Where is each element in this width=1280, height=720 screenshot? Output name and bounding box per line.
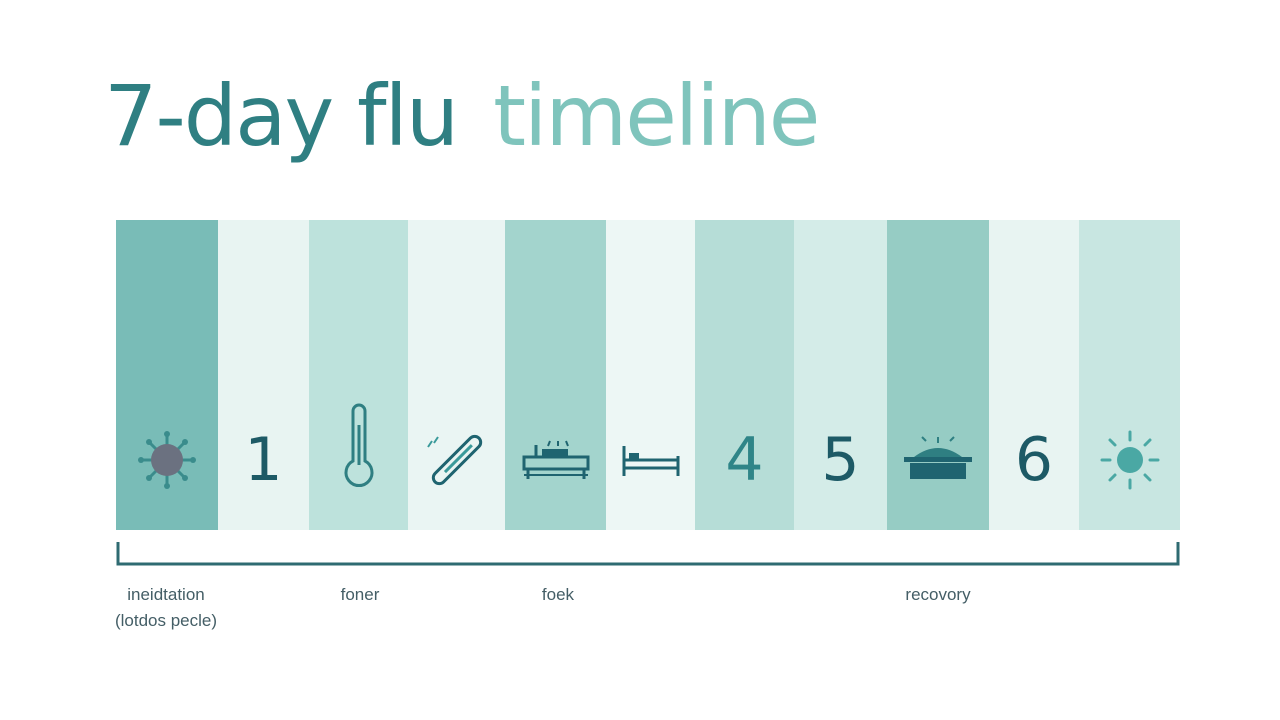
day-column: [887, 220, 989, 530]
day-column: [116, 220, 218, 530]
title-part-dark: 7-day flu: [104, 67, 459, 165]
medication-stick-icon: [426, 434, 482, 486]
sun-icon: [1100, 430, 1159, 490]
phase-label-line: ineidtation: [127, 585, 205, 604]
day-column: 6: [989, 220, 1079, 530]
day-number: 4: [725, 425, 764, 495]
day-number: 5: [821, 425, 860, 495]
virus-icon: [138, 431, 196, 489]
phase-label-fever: foner: [320, 582, 400, 608]
day-column: [505, 220, 606, 530]
phase-label-week: foek: [518, 582, 598, 608]
phase-label-recovery: recovory: [878, 582, 998, 608]
day-column: 1: [218, 220, 309, 530]
phase-label-incubation: ineidtation (lotdos pecle): [96, 582, 236, 634]
day-number: 6: [1014, 425, 1054, 495]
title-part-light: timeline: [493, 67, 820, 165]
phase-label-line: recovory: [905, 585, 971, 604]
soup-pot-icon: [904, 436, 972, 479]
day-column: [606, 220, 695, 530]
day-column: 4: [695, 220, 794, 530]
phase-label-line: foek: [541, 585, 575, 604]
bed-icon: [622, 446, 679, 476]
day-column: [408, 220, 505, 530]
timeline-strip: 1: [116, 220, 1180, 530]
phase-label-line: foner: [340, 585, 380, 604]
day-number: 1: [244, 425, 283, 495]
day-column: [309, 220, 408, 530]
thermometer-icon: [344, 403, 373, 488]
day-column: 5: [794, 220, 887, 530]
page-title: 7-day flu timeline: [104, 66, 820, 166]
phase-label-line: (lotdos pecle): [114, 611, 218, 630]
timeline-bracket: [116, 542, 1180, 566]
bed-icon: [522, 440, 589, 479]
day-column: [1079, 220, 1180, 530]
